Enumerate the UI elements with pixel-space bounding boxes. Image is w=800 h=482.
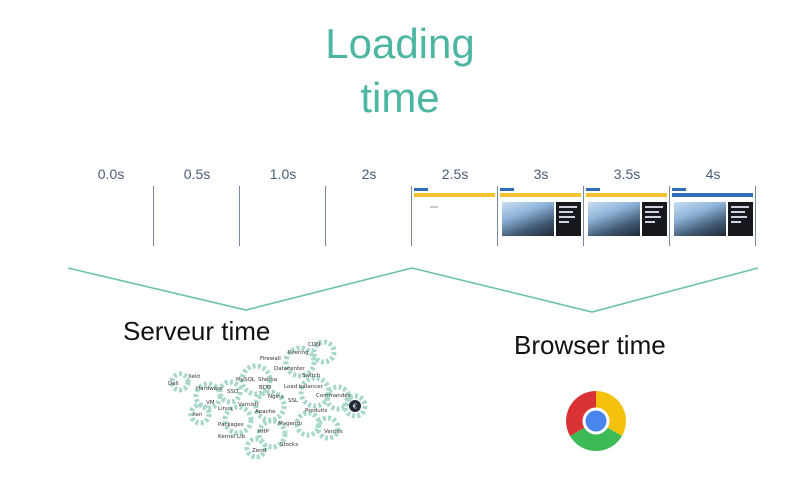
gear-word: Nginx [268, 394, 284, 400]
gear-word: Hardware [196, 386, 223, 392]
chrome-logo [565, 390, 627, 452]
gear-word: Datacenter [274, 366, 305, 372]
gear-word: Magento [278, 421, 302, 427]
gear-word: Commandes [316, 393, 351, 399]
gear-word: Apache [255, 409, 276, 415]
gear-word: Zend [252, 448, 266, 454]
browser-time-brace [412, 268, 758, 312]
gear-word: Packages [218, 422, 244, 428]
gear-word: Peering [288, 350, 309, 356]
gear-word: MySQL [236, 377, 255, 383]
gear-word: Stocks [280, 442, 298, 448]
gear-word: Shema [258, 377, 277, 383]
gear-word: Xen [192, 412, 202, 418]
gear-word: Varnish [238, 402, 258, 408]
gear-word: Linux [218, 406, 233, 412]
gear-word: CDN [308, 342, 320, 348]
browser-time-label: Browser time [514, 330, 666, 361]
gear-word: Produits [305, 408, 327, 414]
gear-word: Ventes [324, 429, 343, 435]
server-stack-gears-icon: € CDN Peering Firewall Datacenter MySQL … [160, 336, 380, 460]
gear-word: VM [206, 400, 215, 406]
gear-word: Switch [302, 373, 320, 379]
gear-word: Load balancer [284, 384, 323, 390]
svg-text:€: € [353, 403, 357, 411]
gear-word: BDD [259, 385, 271, 391]
gear-word: SSD [227, 389, 238, 395]
gear-word: PHP [258, 429, 269, 435]
chrome-browser-icon [565, 390, 627, 452]
gear-word: SSL [288, 398, 298, 404]
gear-word: Dell [168, 381, 179, 387]
gear-word: Xeld [188, 374, 200, 380]
server-time-brace [68, 268, 412, 310]
gear-word: Firewall [260, 356, 281, 362]
gear-word: Kernel Lib [218, 434, 245, 440]
